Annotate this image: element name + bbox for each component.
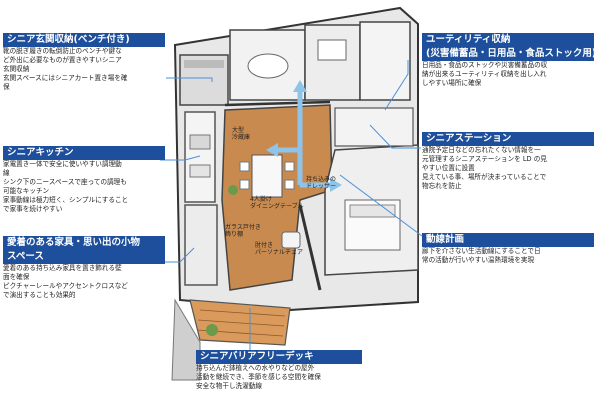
kitchen-stove xyxy=(189,164,211,178)
kitchen-counter xyxy=(184,111,216,203)
callout-text: 可能なキッチン xyxy=(3,187,50,195)
callout-title: シニアキッチン xyxy=(3,146,165,160)
callout-text: 線 xyxy=(3,169,10,177)
callout-barrier-free-deck: シニアバリアフリーデッキ 持ち込んだ鉢植えへの水やりなどの屋外 活動を継続でき、… xyxy=(196,350,362,391)
callout-text: 納が出来るユーティリティ収納を出し入れ xyxy=(422,70,547,78)
callout-title: 愛着のある家具・思い出の小物 xyxy=(3,236,165,250)
plan-label-dresser: 持ち込みの ドレッサー xyxy=(306,176,336,190)
plan-label-line: 冷蔵庫 xyxy=(232,134,251,141)
plan-label-line: 4人掛け xyxy=(250,196,272,203)
callout-text: しやすい場所に確保 xyxy=(422,79,482,87)
dining-chair xyxy=(239,161,250,172)
callout-text: 通院予定日などの忘れたくない情報を一 xyxy=(422,146,541,154)
callout-text: で演出することも効果的 xyxy=(3,291,76,299)
flow-arrows xyxy=(266,80,342,192)
senior-station-area xyxy=(334,107,414,147)
deck xyxy=(189,299,291,346)
callout-text: 愛着のある持ち込み家具を置き飾れる壁 xyxy=(3,264,122,272)
callout-title: シニア玄関収納(ベンチ付き) xyxy=(3,33,165,47)
callout-text: 見えている事、場所が決まっていることで xyxy=(422,173,547,181)
callout-entrance-storage: シニア玄関収納(ベンチ付き) 靴の脱ぎ履きの転倒防止のベンチや鍵な ど外出に必要… xyxy=(3,33,165,92)
entrance-bench xyxy=(184,60,224,68)
leader-lines xyxy=(160,60,423,350)
callout-text: シンク下のニースペースで座っての調理も xyxy=(3,178,127,186)
plan-label-personal-chair: 肘付き パーソナルチェア xyxy=(255,242,303,256)
callout-text: 日用品・食品のストックや災害備蓄品の収 xyxy=(422,61,548,69)
plan-label-line: 大型 xyxy=(232,127,245,134)
plan-label-line: ガラス戸付き xyxy=(225,224,261,231)
dining-chair xyxy=(239,179,250,190)
plan-label-fridge: 大型 冷蔵庫 xyxy=(232,127,250,141)
callout-senior-kitchen: シニアキッチン 家電置き一体で安全に使いやすい調理動 線 シンク下のニースペース… xyxy=(3,146,165,214)
plan-label-line: 飾り棚 xyxy=(225,231,244,238)
callout-title: (災害備蓄品・日用品・食品ストック用) xyxy=(422,47,596,61)
potted-plant xyxy=(206,324,218,336)
plan-label-line: パーソナルチェア xyxy=(255,249,304,256)
plan-label-line: ドレッサー xyxy=(306,183,337,190)
callout-text: やすい位置に設置 xyxy=(422,164,475,172)
callout-memories-space: 愛着のある家具・思い出の小物 スペース 愛着のある持ち込み家具を置き飾れる壁 面… xyxy=(3,236,165,300)
callout-title: シニアステーション xyxy=(422,132,594,146)
callout-title: シニアバリアフリーデッキ xyxy=(196,350,362,364)
callout-text: 常の活動が行いやすい温熱環境を実現 xyxy=(422,256,535,264)
callout-text: で家事を続けやすい xyxy=(3,205,63,213)
dining-table xyxy=(251,154,283,198)
bathtub xyxy=(247,53,289,79)
dining-chair xyxy=(284,161,295,172)
callout-text: 家事動線は極力短く、シンプルにすること xyxy=(3,196,129,204)
callout-text: ピクチャーレールやアクセントクロスなど xyxy=(3,282,128,290)
dining-chair xyxy=(284,179,295,190)
callout-text: 靴の脱ぎ履きの転倒防止のベンチや鍵な xyxy=(3,47,122,55)
callout-text: 持ち込んだ鉢植えへの水やりなどの屋外 xyxy=(196,364,315,372)
callout-text: 安全な物干し洗濯動線 xyxy=(196,382,262,390)
memories-wall-area xyxy=(184,204,218,286)
kitchen-sink xyxy=(189,134,211,150)
sink xyxy=(317,39,347,61)
plan-label-line: 持ち込みの xyxy=(306,176,337,183)
callout-title: 動線計画 xyxy=(422,233,594,247)
callout-title: スペース xyxy=(3,250,165,264)
callout-text: ど外出に必要なものが置きやすいシニア xyxy=(3,56,122,64)
ground-step xyxy=(171,298,201,381)
plan-label-line: ダイニングテーブル xyxy=(250,203,304,210)
washroom xyxy=(304,24,361,101)
callout-utility-storage: ユーティリティ収納 (災害備蓄品・日用品・食品ストック用) 日用品・食品のストッ… xyxy=(422,33,596,88)
callout-senior-station: シニアステーション 通院予定日などの忘れたくない情報を一 元管理するシニアステー… xyxy=(422,132,594,191)
plan-label-glass-cabinet: ガラス戸付き 飾り棚 xyxy=(225,224,261,238)
callout-flow-plan: 動線計画 廊下を介さない生活動線にすることで日 常の活動が行いやすい温熱環境を実… xyxy=(422,233,594,265)
callout-text: 物忘れを防止 xyxy=(422,182,462,190)
callout-title: ユーティリティ収納 xyxy=(422,33,594,47)
plan-label-line: 肘付き xyxy=(255,242,274,249)
callout-text: 面を確保 xyxy=(3,273,30,281)
plan-label-dining-table: 4人掛け ダイニングテーブル xyxy=(250,196,304,210)
callout-text: 玄関スペースにはシニアカート置き場を確 xyxy=(3,74,128,82)
callout-text: 玄関収納 xyxy=(3,65,30,73)
personal-chair xyxy=(281,231,301,249)
callout-text: 活動を継続でき、季節を感じる空間を確保 xyxy=(196,373,321,381)
callout-text: 家電置き一体で安全に使いやすい調理動 xyxy=(3,160,122,168)
callout-text: 廊下を介さない生活動線にすることで日 xyxy=(422,247,541,255)
potted-plant xyxy=(228,185,238,195)
storage-room xyxy=(359,21,411,101)
callout-text: 保 xyxy=(3,83,10,91)
callout-text: 元管理するシニアステーションを LD の見 xyxy=(422,155,547,163)
